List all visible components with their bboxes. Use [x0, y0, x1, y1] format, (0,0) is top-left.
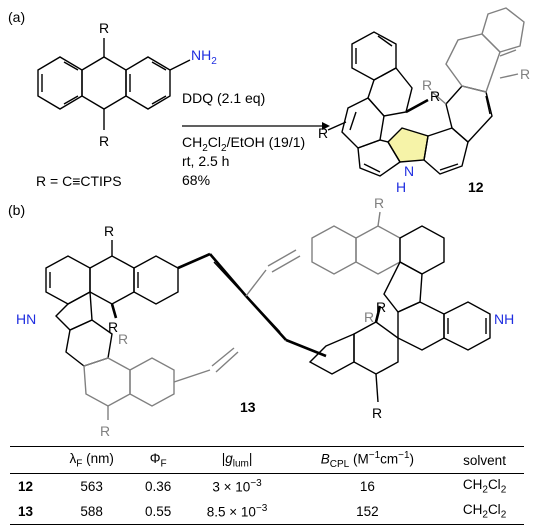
reagent-label: DDQ (2.1 eq)	[182, 90, 265, 106]
product-r3: R	[422, 77, 432, 93]
macro-r-5: R	[374, 195, 384, 211]
pyrrole-ring	[387, 127, 429, 163]
substituent-r-bottom: R	[99, 133, 109, 149]
macro-r-4: R	[100, 423, 110, 439]
header-phi: ΦF	[131, 445, 185, 475]
macrocycle-13-structure	[45, 211, 491, 420]
conditions-label: rt, 2.5 h	[182, 153, 229, 169]
header-compound	[10, 445, 52, 475]
row-lambda: 563	[80, 479, 103, 495]
table-header-row: λF (nm) ΦF |glum| BCPL (M−1cm−1) solvent	[10, 445, 524, 475]
product-r1: R	[318, 125, 328, 141]
macro-r-1: R	[104, 223, 114, 239]
row-bcpl: 16	[359, 479, 375, 495]
amine-group: NH2	[191, 47, 217, 67]
product-r4: R	[520, 66, 530, 82]
row-solvent: CH2Cl2	[462, 477, 507, 496]
macro-r-6: R	[364, 309, 374, 325]
table-row: 12 563 0.36 3 × 10−3 16 CH2Cl2	[10, 474, 524, 499]
table-row: 13 588 0.55 8.5 × 10−3 152 CH2Cl2	[10, 498, 524, 525]
row-solvent: CH2Cl2	[445, 498, 524, 525]
macro-r-8: R	[372, 405, 382, 421]
right-nh-label: NH	[494, 311, 514, 327]
row-lambda: 588	[51, 498, 132, 525]
reaction-scheme: (a) R R NH2 R = C≡CTIPS DDQ (2.1 eq) CH2…	[8, 7, 530, 439]
part-a-label: (a)	[8, 9, 25, 25]
header-bcpl: BCPL (M−1cm−1)	[289, 445, 446, 475]
part-b-label: (b)	[8, 202, 25, 218]
solvent-label: CH2Cl2/EtOH (19/1)	[182, 134, 305, 154]
row-bcpl: 152	[289, 498, 446, 525]
product-r2: R	[430, 88, 440, 104]
row-glum: 8.5 × 10−3	[184, 498, 290, 525]
row-glum: 3 × 10−3	[212, 478, 262, 495]
anthracene-amine-structure	[37, 38, 191, 130]
header-glum: |glum|	[184, 445, 290, 475]
row-phi: 0.55	[131, 498, 185, 525]
yield-label: 68%	[182, 172, 210, 188]
r-definition: R = C≡CTIPS	[36, 173, 122, 189]
product-12-structure	[327, 7, 525, 177]
row-phi: 0.36	[144, 479, 172, 495]
compound-number: 13	[240, 399, 256, 415]
product-hydrogen: H	[396, 179, 406, 195]
macro-r-3: R	[118, 331, 128, 347]
row-compound: 12	[18, 479, 34, 495]
substituent-r-top: R	[99, 20, 109, 36]
macro-r-7: R	[376, 299, 386, 315]
macro-r-2: R	[108, 319, 118, 335]
reaction-arrow	[182, 122, 330, 130]
header-solvent: solvent	[445, 445, 524, 475]
row-compound: 13	[10, 498, 52, 525]
product-nitrogen: N	[404, 163, 414, 179]
properties-table: λF (nm) ΦF |glum| BCPL (M−1cm−1) solvent…	[10, 445, 524, 525]
product-number: 12	[468, 179, 484, 195]
header-lambda: λF (nm)	[51, 445, 132, 475]
left-nh-label: HN	[16, 311, 36, 327]
